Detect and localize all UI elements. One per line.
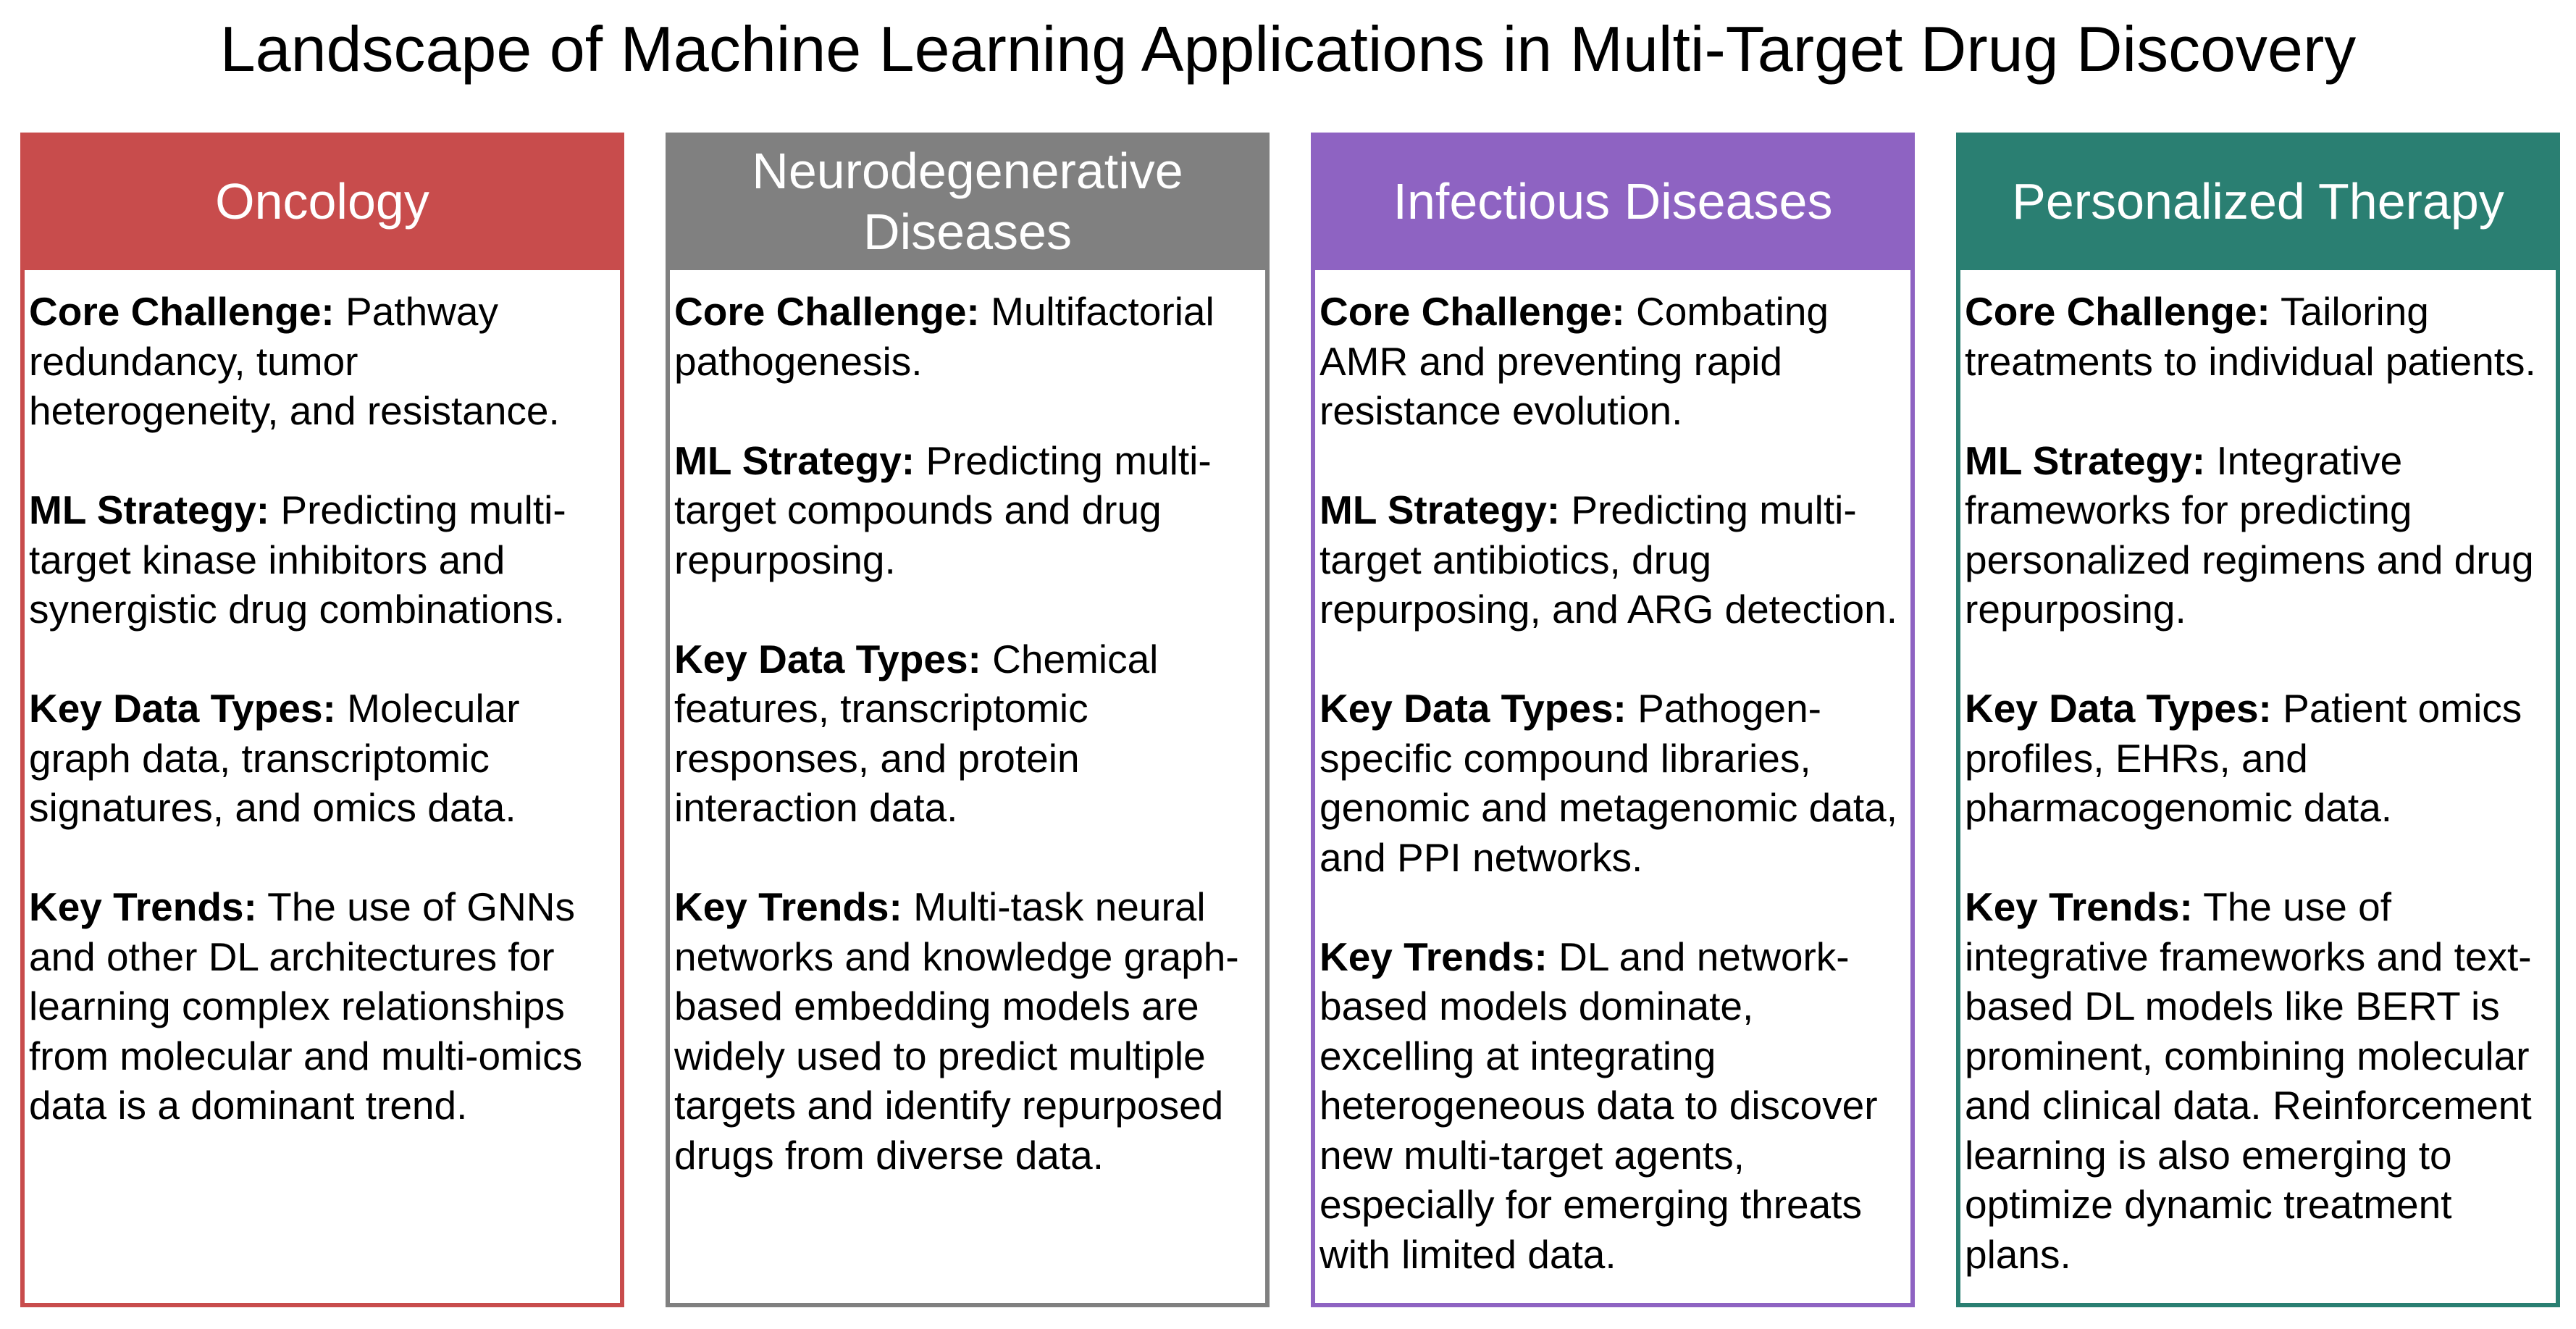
section-label: ML Strategy: (1965, 437, 2206, 483)
key-data-types-section: Key Data Types: Chemical features, trans… (674, 634, 1264, 833)
section-label: ML Strategy: (1320, 487, 1561, 532)
section-label: Key Trends: (1965, 884, 2193, 929)
section-label: Key Trends: (1320, 934, 1548, 979)
section-text: Combating AMR and preventing rapid resis… (1320, 289, 1829, 433)
section-text: Multi-task neural networks and knowledge… (674, 884, 1239, 1178)
panel-header-personalized: Personalized Therapy (1956, 133, 2560, 270)
section-text: The use of GNNs and other DL architectur… (29, 884, 583, 1128)
section-text: Molecular graph data, transcriptomic sig… (29, 686, 520, 830)
section-label: Key Data Types: (674, 636, 981, 682)
panel-header-oncology: Oncology (20, 133, 624, 270)
panel-body-personalized: Core Challenge: Tailoring treatments to … (1965, 287, 2554, 1329)
section-label: Core Challenge: (29, 289, 335, 334)
panel-infectious: Infectious Diseases Core Challenge: Comb… (1311, 133, 1915, 1307)
section-text: Predicting multi-target compounds and dr… (674, 437, 1212, 582)
section-label: ML Strategy: (29, 487, 270, 532)
panel-header-neurodegenerative: Neurodegenerative Diseases (666, 133, 1270, 270)
section-label: Key Trends: (29, 884, 257, 929)
page-title: Landscape of Machine Learning Applicatio… (219, 13, 2357, 85)
section-label: Key Data Types: (29, 686, 336, 731)
key-data-types-section: Key Data Types: Molecular graph data, tr… (29, 684, 618, 833)
panel-body-oncology: Core Challenge: Pathway redundancy, tumo… (29, 287, 618, 1180)
ml-strategy-section: ML Strategy: Predicting multi-target ant… (1320, 485, 1909, 634)
panel-header-infectious: Infectious Diseases (1311, 133, 1915, 270)
panel-personalized: Personalized Therapy Core Challenge: Tai… (1956, 133, 2560, 1307)
section-label: ML Strategy: (674, 437, 915, 483)
section-text: The use of integrative frameworks and te… (1965, 884, 2532, 1277)
key-trends-section: Key Trends: Multi-task neural networks a… (674, 882, 1264, 1180)
core-challenge-section: Core Challenge: Pathway redundancy, tumo… (29, 287, 618, 436)
key-trends-section: Key Trends: DL and network-based models … (1320, 932, 1909, 1280)
section-label: Key Data Types: (1320, 686, 1627, 731)
section-label: Key Trends: (674, 884, 902, 929)
panel-neurodegenerative: Neurodegenerative Diseases Core Challeng… (666, 133, 1270, 1307)
section-label: Key Data Types: (1965, 686, 2272, 731)
section-text: Integrative frameworks for predicting pe… (1965, 437, 2534, 632)
section-text: Predicting multi-target kinase inhibitor… (29, 487, 566, 632)
section-text: Multifactorial pathogenesis. (674, 289, 1214, 384)
section-text: Pathway redundancy, tumor heterogeneity,… (29, 289, 560, 433)
key-trends-section: Key Trends: The use of GNNs and other DL… (29, 882, 618, 1131)
section-text: Predicting multi-target antibiotics, dru… (1320, 487, 1898, 632)
section-text: Tailoring treatments to individual patie… (1965, 289, 2536, 384)
ml-strategy-section: ML Strategy: Predicting multi-target com… (674, 436, 1264, 585)
ml-strategy-section: ML Strategy: Predicting multi-target kin… (29, 485, 618, 634)
core-challenge-section: Core Challenge: Multifactorial pathogene… (674, 287, 1264, 386)
panel-body-neurodegenerative: Core Challenge: Multifactorial pathogene… (674, 287, 1264, 1230)
key-data-types-section: Key Data Types: Patient omics profiles, … (1965, 684, 2554, 833)
panel-oncology: Oncology Core Challenge: Pathway redunda… (20, 133, 624, 1307)
section-label: Core Challenge: (1965, 289, 2270, 334)
key-data-types-section: Key Data Types: Pathogen-specific compou… (1320, 684, 1909, 882)
section-text: Patient omics profiles, EHRs, and pharma… (1965, 686, 2522, 830)
section-label: Core Challenge: (674, 289, 980, 334)
core-challenge-section: Core Challenge: Tailoring treatments to … (1965, 287, 2554, 386)
section-label: Core Challenge: (1320, 289, 1625, 334)
ml-strategy-section: ML Strategy: Integrative frameworks for … (1965, 436, 2554, 634)
section-text: Chemical features, transcriptomic respon… (674, 636, 1159, 831)
core-challenge-section: Core Challenge: Combating AMR and preven… (1320, 287, 1909, 436)
panel-body-infectious: Core Challenge: Combating AMR and preven… (1320, 287, 1909, 1329)
key-trends-section: Key Trends: The use of integrative frame… (1965, 882, 2554, 1279)
section-text: DL and network-based models dominate, ex… (1320, 934, 1878, 1277)
section-text: Pathogen-specific compound libraries, ge… (1320, 686, 1897, 880)
